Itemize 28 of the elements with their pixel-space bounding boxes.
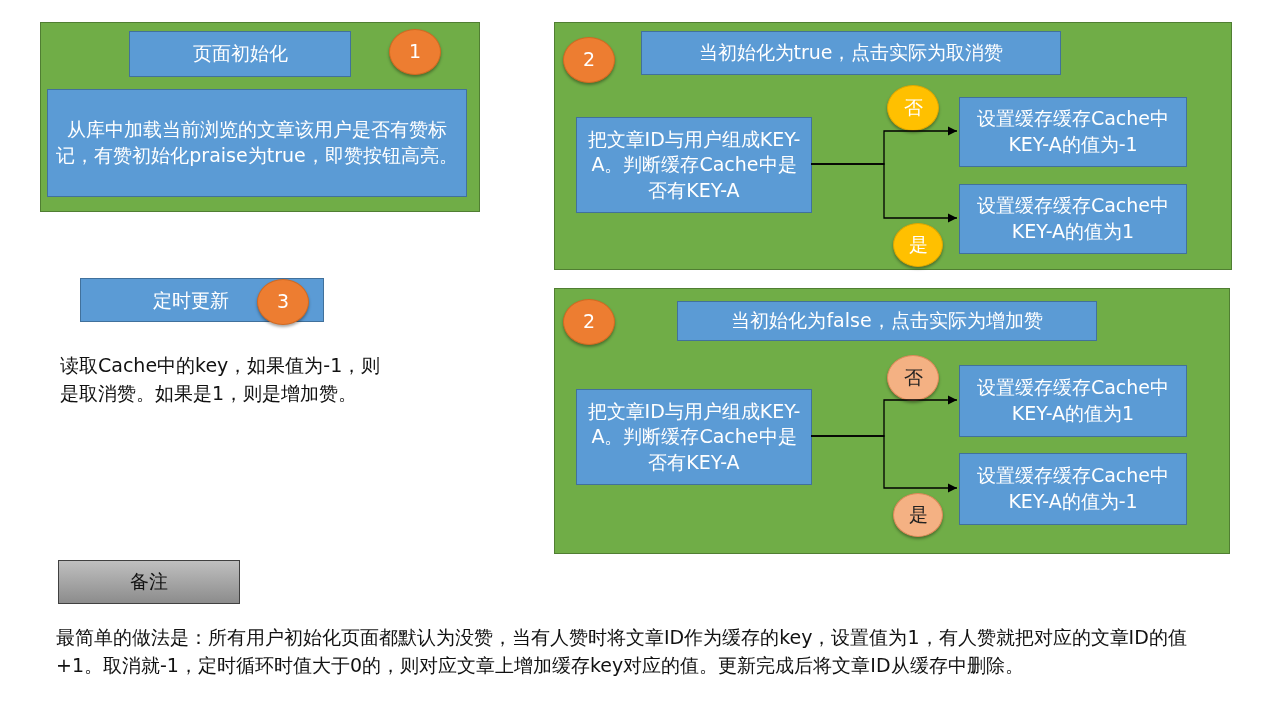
- process-box: 设置缓存缓存Cache中KEY-A的值为1: [959, 184, 1187, 254]
- condition-circle: 否: [887, 355, 939, 401]
- process-box: 当初始化为true，点击实际为取消赞: [641, 31, 1061, 75]
- condition-circle: 否: [887, 85, 939, 131]
- step-number-circle: 2: [563, 299, 615, 345]
- note-text: 读取Cache中的key，如果值为-1，则是取消赞。如果是1，则是增加赞。: [60, 353, 382, 406]
- process-box: 页面初始化: [129, 31, 351, 77]
- process-box: 从库中加载当前浏览的文章该用户是否有赞标记，有赞初始化praise为true，即赞按钮高亮。: [47, 89, 467, 197]
- step-number-circle: 1: [389, 29, 441, 75]
- process-box: 当初始化为false，点击实际为增加赞: [677, 301, 1097, 341]
- arrow: [810, 163, 958, 223]
- note-header: 备注: [58, 560, 240, 604]
- process-box: 设置缓存缓存Cache中KEY-A的值为-1: [959, 453, 1187, 525]
- step-number-circle: 3: [257, 279, 309, 325]
- step-panel: [40, 22, 480, 212]
- condition-circle: 是: [893, 493, 943, 537]
- step-number-circle: 2: [563, 37, 615, 83]
- process-box: 设置缓存缓存Cache中KEY-A的值为1: [959, 365, 1187, 437]
- process-box: 把文章ID与用户组成KEY-A。判断缓存Cache中是否有KEY-A: [576, 389, 812, 485]
- process-box: 设置缓存缓存Cache中KEY-A的值为-1: [959, 97, 1187, 167]
- box-label: 定时更新: [153, 288, 229, 313]
- condition-circle: 是: [893, 223, 943, 267]
- process-box: [80, 278, 324, 322]
- step-panel: [554, 288, 1230, 554]
- step-panel: [554, 22, 1232, 270]
- note-paragraph: 最简单的做法是：所有用户初始化页面都默认为没赞，当有人赞时将文章ID作为缓存的key，设置值为1，有人赞就把对应的文章ID的值+1。取消就-1，定时循环时值大于0的，则对应文章上增加缓存key对应的值。更新完成后将文章ID从缓存中删除。: [56, 625, 1188, 678]
- process-box: 把文章ID与用户组成KEY-A。判断缓存Cache中是否有KEY-A: [576, 117, 812, 213]
- arrow: [810, 435, 958, 493]
